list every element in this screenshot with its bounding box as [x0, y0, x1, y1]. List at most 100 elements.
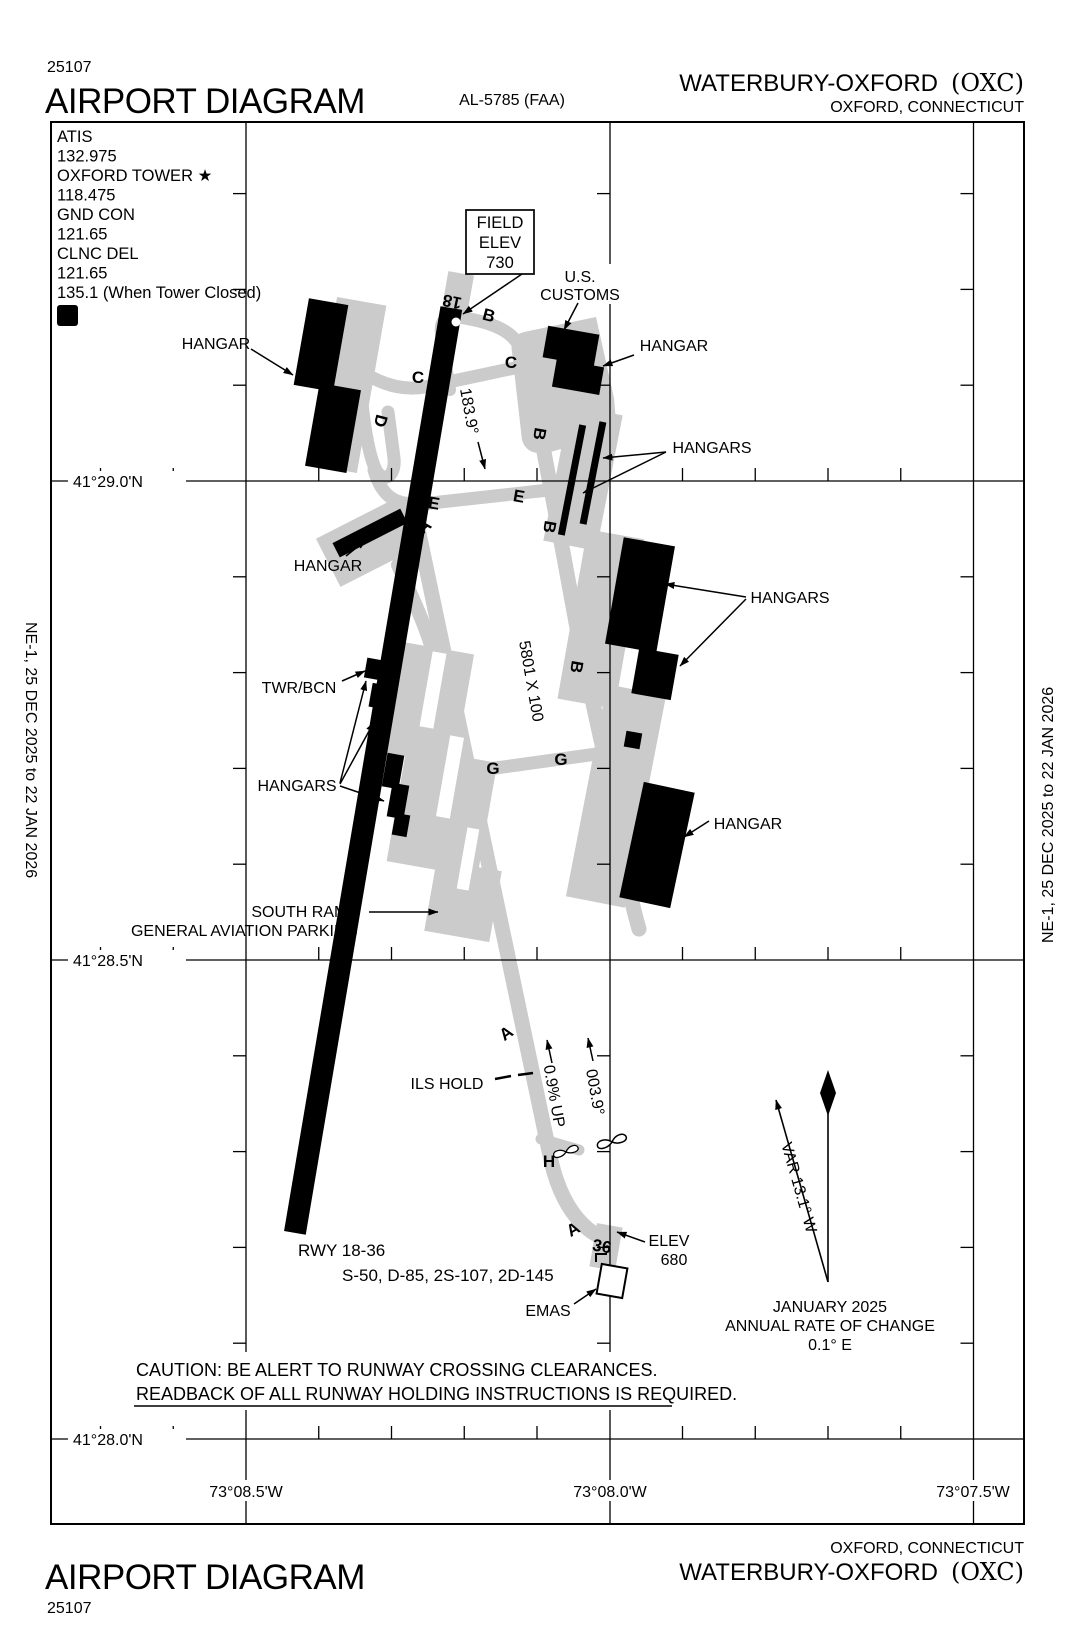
ils-hold-symbols	[552, 1133, 628, 1159]
lon-label: 73°07.5'W	[936, 1484, 1010, 1501]
runway-data-line2: S-50, D-85, 2S-107, 2D-145	[342, 1266, 554, 1285]
elev-680-arrow	[616, 1231, 646, 1243]
airport-name-footer: WATERBURY-OXFORD	[679, 1559, 938, 1586]
twr-bcn-label: TWR/BCN	[262, 680, 337, 697]
hangars-west-building	[381, 752, 405, 790]
freq-line: OXFORD TOWER ★	[57, 167, 213, 185]
d-symbol-letter: D	[62, 309, 73, 326]
us-customs-label: U.S.	[564, 269, 595, 286]
taxiway-a	[405, 497, 607, 1244]
lat-label-mask	[68, 950, 186, 969]
taxiway-label-a: A	[496, 1022, 517, 1045]
hangar-northwest-building	[293, 298, 349, 392]
freq-line: 135.1 (When Tower Closed)	[57, 284, 261, 302]
header: 25107 AIRPORT DIAGRAM AL-5785 (FAA) WATE…	[45, 59, 1024, 121]
south-ramp-label: GENERAL AVIATION PARKING	[131, 923, 358, 940]
hangar-nw-arrow	[250, 348, 294, 376]
us-customs-label: CUSTOMS	[540, 287, 620, 304]
hangar-se-arrow	[683, 820, 710, 838]
airport-code: (OXC)	[951, 69, 1024, 97]
lon-label: 73°08.0'W	[573, 1484, 647, 1501]
hangars-ne-arrow	[602, 451, 667, 461]
page-title-footer: AIRPORT DIAGRAM	[45, 1558, 365, 1597]
lon-label-mask	[932, 1480, 1014, 1501]
caution-mask	[120, 1352, 705, 1410]
freq-line: 118.475	[57, 187, 115, 205]
field-elev-point	[451, 317, 461, 327]
overlay-boxes	[68, 209, 1014, 1501]
chart-number-footer: 25107	[47, 1600, 92, 1617]
hangars-label: HANGARS	[257, 778, 336, 795]
taxiway-label-e: E	[512, 486, 526, 507]
customs-label-mask	[548, 264, 616, 304]
effective-dates-right: NE-1, 25 DEC 2025 to 22 JAN 2026	[1040, 687, 1057, 943]
taxiway-b-north-arc	[451, 310, 538, 400]
taxiway-label-b: B	[539, 519, 560, 534]
hangars-label: HANGARS	[750, 590, 829, 607]
lat-label: 41°28.0'N	[73, 1432, 143, 1449]
runway-heading-183: 183.9°	[456, 387, 481, 436]
freq-line: 132.975	[57, 148, 117, 166]
hangars-east-building	[605, 537, 675, 653]
taxiway-label-b: B	[529, 426, 550, 441]
lon-label-mask	[569, 1480, 651, 1501]
airport-city: OXFORD, CONNECTICUT	[830, 99, 1024, 116]
runway-data-line1: RWY 18-36	[298, 1241, 385, 1260]
hangars-e-arrow	[679, 598, 747, 667]
freq-line: 121.65	[57, 265, 107, 283]
south-ramp-label: SOUTH RAMP	[251, 904, 358, 921]
d-atis-symbol-icon	[57, 305, 78, 326]
freq-line: 121.65	[57, 226, 107, 244]
hangar-southeast-building	[619, 781, 695, 909]
twr-bcn-building	[368, 682, 388, 710]
heading-003-arrow	[586, 1037, 594, 1062]
freq-line: CLNC DEL	[57, 245, 139, 263]
magnetic-variation: VAR 13.1° W	[777, 1141, 819, 1236]
hangars-w-arrow	[339, 721, 375, 785]
customs-arrow	[563, 302, 579, 331]
hold-line-symbol	[595, 1253, 607, 1262]
taxiway-label-d: D	[370, 412, 392, 429]
heading-183-arrow	[477, 441, 487, 470]
lat-label-mask	[68, 1429, 186, 1448]
taxiway-label-g: G	[554, 750, 567, 769]
ils-hold-label: ILS HOLD	[411, 1076, 484, 1093]
parking-slot	[419, 651, 447, 729]
hangar-west-building	[332, 508, 408, 558]
airport-city-footer: OXFORD, CONNECTICUT	[830, 1540, 1024, 1557]
hangars-west-building	[386, 782, 410, 820]
runway-dimensions: 5801 X 100	[515, 639, 546, 723]
hangar-label: HANGAR	[714, 816, 782, 833]
hangars-row-building	[557, 424, 587, 536]
variation-rate-label: ANNUAL RATE OF CHANGE	[725, 1318, 935, 1335]
twr-bcn-arrow	[341, 670, 366, 682]
hangars-label: HANGARS	[672, 440, 751, 457]
frequency-block: ATIS 132.975 OXFORD TOWER ★ 118.475 GND …	[57, 128, 261, 326]
runway-and-buildings	[284, 298, 695, 1235]
field-elev-value: 730	[486, 254, 514, 272]
chart-number: 25107	[47, 59, 92, 76]
ils-hold-bowtie-icon	[596, 1133, 628, 1150]
airport-name: WATERBURY-OXFORD	[679, 70, 938, 97]
elev-680-value: 680	[661, 1252, 688, 1269]
taxiway-g	[445, 742, 640, 781]
taxiway-label-c: C	[412, 368, 424, 387]
twr-bcn-building	[363, 657, 385, 681]
chart-id: AL-5785 (FAA)	[459, 92, 565, 109]
hangars-west-building	[370, 703, 394, 745]
lat-label: 41°28.5'N	[73, 953, 143, 970]
hangar-w-arrow	[345, 539, 367, 557]
map-labels: ATIS 132.975 OXFORD TOWER ★ 118.475 GND …	[57, 128, 1011, 1501]
freq-line: ATIS	[57, 128, 92, 146]
field-elev-line1: FIELD	[477, 214, 524, 232]
emas-bed	[595, 1262, 629, 1300]
variation-rate-value: 0.1° E	[808, 1337, 852, 1354]
emas-arrow	[573, 1288, 597, 1305]
emas-label: EMAS	[525, 1303, 570, 1320]
field-elev-line2: ELEV	[479, 234, 521, 252]
slope-arrow	[545, 1039, 553, 1064]
lat-label: 41°29.0'N	[73, 474, 143, 491]
runway-18-36	[284, 306, 463, 1235]
